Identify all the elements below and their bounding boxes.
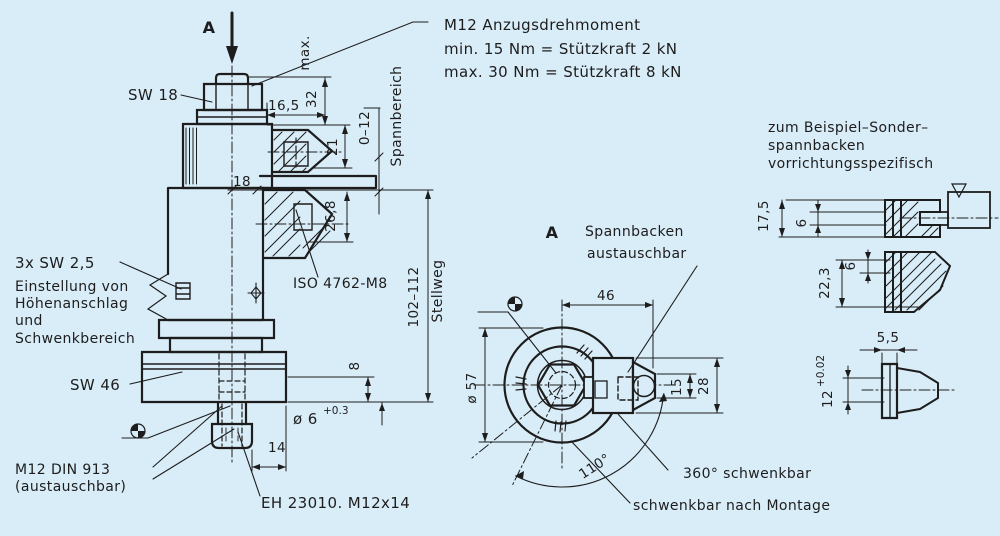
label-detail-note-3: vorrichtungsspezifisch	[768, 156, 934, 172]
dim-16-5: 16,5	[268, 98, 300, 114]
top-view-arrowheads	[482, 302, 720, 442]
dim-17-5: 17,5	[756, 200, 772, 232]
label-sw46: SW 46	[70, 376, 120, 394]
label-jaw-note-1: Spannbacken	[585, 224, 684, 240]
dim-6-lower: 6	[843, 262, 859, 271]
hex-socket	[536, 363, 588, 407]
top-view-dimension-lines	[478, 299, 724, 443]
dim-stroke-label: Stellweg	[430, 260, 446, 323]
detail-lower-outline	[880, 362, 939, 420]
detail-hatching	[885, 200, 947, 311]
main-view-linework	[119, 11, 434, 497]
dim-12-tol: +0.02	[815, 355, 827, 387]
dim-6-dia: ø 6	[293, 410, 318, 428]
datum-target-icon	[130, 423, 146, 439]
dim-12: 12	[820, 390, 836, 408]
label-detail-note-1: zum Beispiel–Sonder–	[768, 120, 929, 136]
hidden-bore-circle	[547, 370, 577, 400]
dim-angle-110: 110°	[576, 451, 613, 483]
label-iso-screw: ISO 4762-M8	[293, 276, 388, 292]
torque-note-line1: M12 Anzugsdrehmoment	[444, 16, 640, 34]
torque-note-line3: max. 30 Nm = Stützkraft 8 kN	[444, 63, 682, 81]
top-view-jaw	[583, 356, 657, 415]
knurl-ticks	[515, 344, 593, 433]
drawing-texts: M12 Anzugsdrehmoment min. 15 Nm = Stützk…	[15, 16, 934, 514]
top-view-leader-lines	[477, 265, 698, 504]
dim-8: 8	[347, 362, 363, 371]
label-jaw-note-2: austauschbar	[587, 246, 687, 262]
label-adjustment-1: Einstellung von	[15, 279, 129, 295]
dim-stroke-range: 102–112	[406, 266, 422, 327]
dim-5-5: 5,5	[877, 330, 900, 346]
dim-28: 28	[696, 377, 712, 395]
top-view-label: A	[546, 223, 559, 242]
main-leader-lines	[119, 21, 429, 497]
dim-32: 32	[304, 90, 320, 108]
dim-26-8: 26,8	[323, 200, 339, 232]
top-view-linework	[471, 265, 724, 504]
dim-15: 15	[669, 378, 685, 396]
label-mount-note: schwenkbar nach Montage	[633, 498, 830, 514]
label-adjustment-3: und	[15, 313, 43, 329]
label-swivel-note: 360° schwenkbar	[683, 466, 811, 482]
dim-18: 18	[233, 174, 251, 190]
detail-arrowheads	[779, 200, 905, 410]
label-m12-din-2: (austauschbar)	[15, 479, 126, 495]
dim-6-upper: 6	[794, 219, 810, 228]
dim-6-tol: +0.3	[323, 405, 349, 417]
workpiece	[925, 183, 991, 229]
replaceable-insert-outline	[617, 376, 639, 401]
dim-46: 46	[597, 288, 615, 304]
label-m12-din-1: M12 DIN 913	[15, 462, 110, 478]
detail-upper-outline	[884, 199, 952, 313]
swing-arc	[515, 393, 665, 488]
dim-span-range: 0–12	[357, 111, 373, 145]
label-adjustment-2: Höhenanschlag	[15, 296, 128, 312]
label-part-number: EH 23010. M12x14	[261, 494, 410, 512]
view-arrow-label: A	[203, 18, 216, 37]
main-body-outline	[140, 72, 378, 450]
torque-note-line2: min. 15 Nm = Stützkraft 2 kN	[444, 40, 677, 58]
knurl-lines	[185, 127, 197, 185]
label-detail-note-2: spannbacken	[768, 138, 865, 154]
detail-view-linework	[778, 183, 999, 420]
label-adjustment-4: Schwenkbereich	[15, 331, 135, 347]
dim-span-label: Spannbereich	[389, 66, 405, 167]
main-body-detail-lines	[141, 83, 313, 370]
force-arrow-icon	[226, 11, 238, 64]
dim-22-3: 22,3	[817, 267, 833, 299]
dim-57: ø 57	[464, 372, 480, 403]
main-arrowheads	[252, 78, 431, 470]
datum-target-icon-2	[507, 296, 523, 312]
dim-14: 14	[268, 440, 286, 456]
label-sw25: 3x SW 2,5	[15, 254, 95, 272]
main-hatching	[264, 131, 331, 257]
main-hidden-lines	[218, 137, 297, 447]
label-sw18: SW 18	[128, 86, 178, 104]
dim-21: 21	[325, 138, 341, 156]
dim-32-max: max.	[297, 35, 313, 70]
surface-finish-icon	[950, 183, 968, 199]
